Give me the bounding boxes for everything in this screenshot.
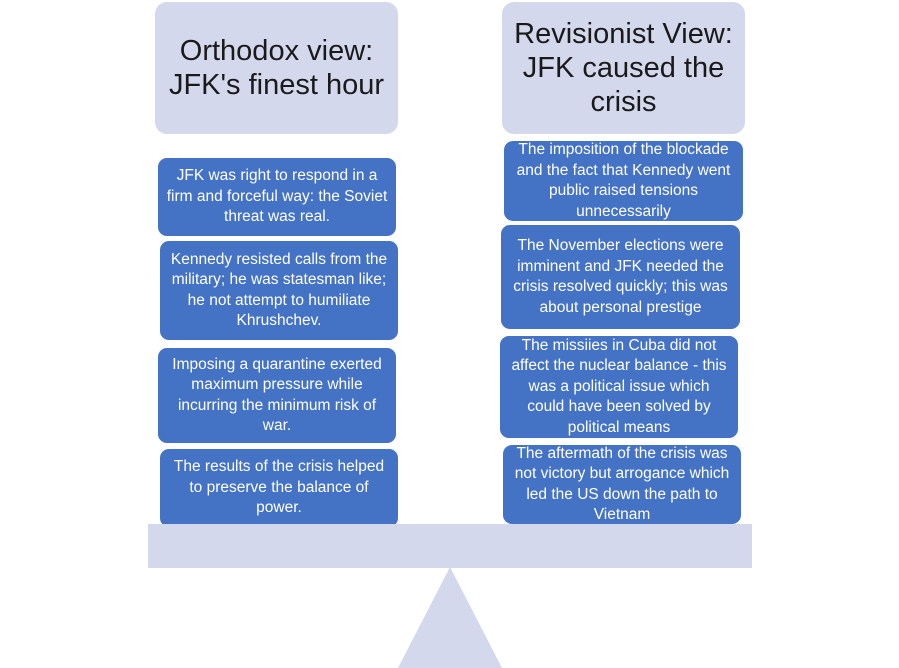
balance-beam	[148, 524, 752, 568]
orthodox-point-1: JFK was right to respond in a firm and f…	[157, 157, 397, 237]
revisionist-point-1: The imposition of the blockade and the f…	[503, 140, 744, 222]
revisionist-point-3: The missiies in Cuba did not affect the …	[499, 335, 739, 439]
revisionist-view-header: Revisionist View: JFK caused the crisis	[502, 2, 745, 134]
balance-fulcrum	[398, 567, 502, 668]
revisionist-point-4: The aftermath of the crisis was not vict…	[502, 444, 742, 525]
revisionist-point-2: The November elections were imminent and…	[500, 224, 741, 330]
orthodox-point-2: Kennedy resisted calls from the military…	[159, 240, 399, 341]
orthodox-point-3: Imposing a quarantine exerted maximum pr…	[157, 347, 397, 444]
orthodox-point-4: The results of the crisis helped to pres…	[159, 448, 399, 528]
orthodox-view-header: Orthodox view: JFK's finest hour	[155, 2, 398, 134]
